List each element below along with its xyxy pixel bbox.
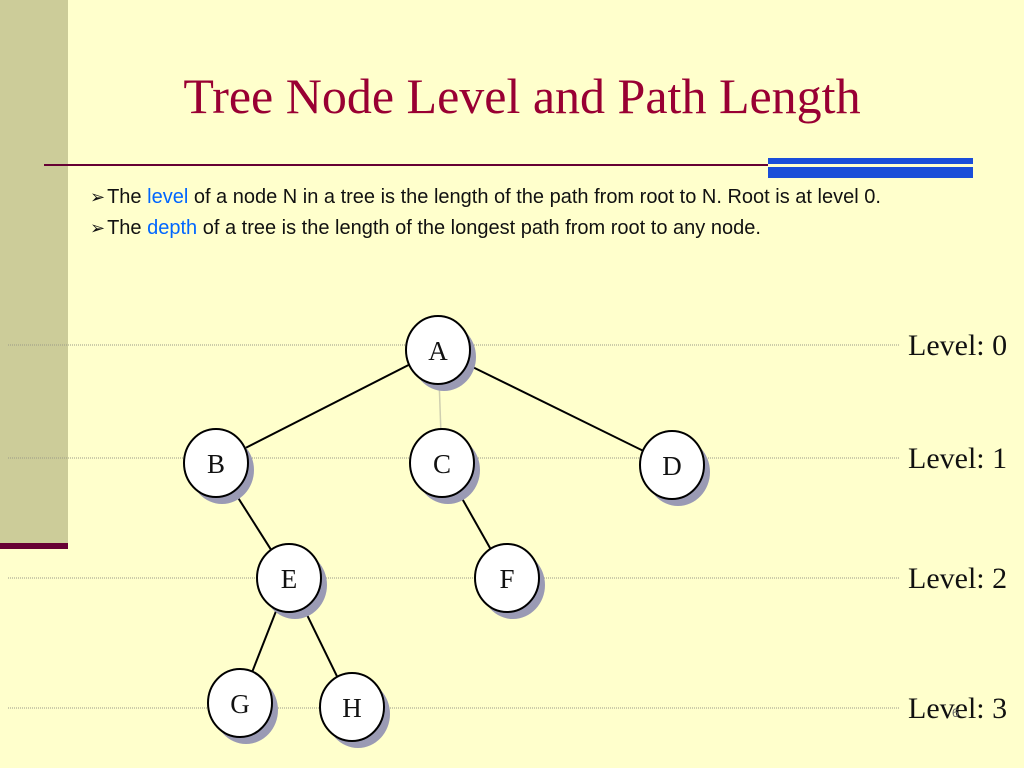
level-label: Level: 2 [908,562,1007,595]
slide-title: Tree Node Level and Path Length [183,68,861,124]
tree-node-label: A [428,336,448,366]
keyword-level: level [147,186,189,208]
tree-node-C: C [409,428,480,504]
page-number: 6 [952,706,959,720]
tree-node-circle [639,430,705,500]
tree-node-label: E [281,564,298,594]
tree-node-H: H [319,672,390,748]
bullet-arrow-icon: ➢ [90,218,106,238]
bullet-text: of a tree is the length of the longest p… [197,217,761,239]
tree-node-circle [319,672,385,742]
tree-node-circle [405,315,471,385]
title-accent-bar [768,158,973,178]
bullet-text: The [107,217,148,239]
tree-node-A: A [405,315,476,391]
bullet-list: ➢The level of a node N in a tree is the … [90,182,920,244]
tree-node-label: G [230,689,250,719]
tree-node-D: D [639,430,710,506]
left-bar-rule [0,543,68,549]
tree-edge-A-B [242,362,412,451]
tree-edge-B-E [231,487,274,554]
tree-node-circle [207,668,273,738]
keyword-depth: depth [147,217,198,239]
tree-node-E: E [256,543,327,619]
tree-node-label: H [342,693,362,723]
bullet-text: The [107,186,148,208]
level-label: Level: 0 [908,329,1007,362]
tree-node-circle [474,543,540,613]
tree-node-F: F [474,543,545,619]
title-rule [44,164,972,166]
tree-node-circle [183,428,249,498]
tree-node-circle [409,428,475,498]
left-side-bar [0,0,68,545]
bullet-depth: ➢The depth of a tree is the length of th… [90,213,920,244]
tree-node-label: C [433,449,451,479]
tree-edge-A-D [464,362,646,453]
bullet-text: of a node N in a tree is the length of t… [188,186,881,208]
tree-node-B: B [183,428,254,504]
level-label: Level: 3 [908,692,1007,725]
tree-node-label: F [499,564,514,594]
tree-node-label: D [662,451,682,481]
tree-edge-E-H [301,604,340,681]
tree-node-G: G [207,668,278,744]
level-label: Level: 1 [908,442,1007,475]
bullet-arrow-icon: ➢ [90,187,106,207]
tree-edge-E-G [250,605,279,676]
bullet-level: ➢The level of a node N in a tree is the … [90,182,920,213]
tree-node-label: B [207,449,225,479]
tree-node-circle [256,543,322,613]
